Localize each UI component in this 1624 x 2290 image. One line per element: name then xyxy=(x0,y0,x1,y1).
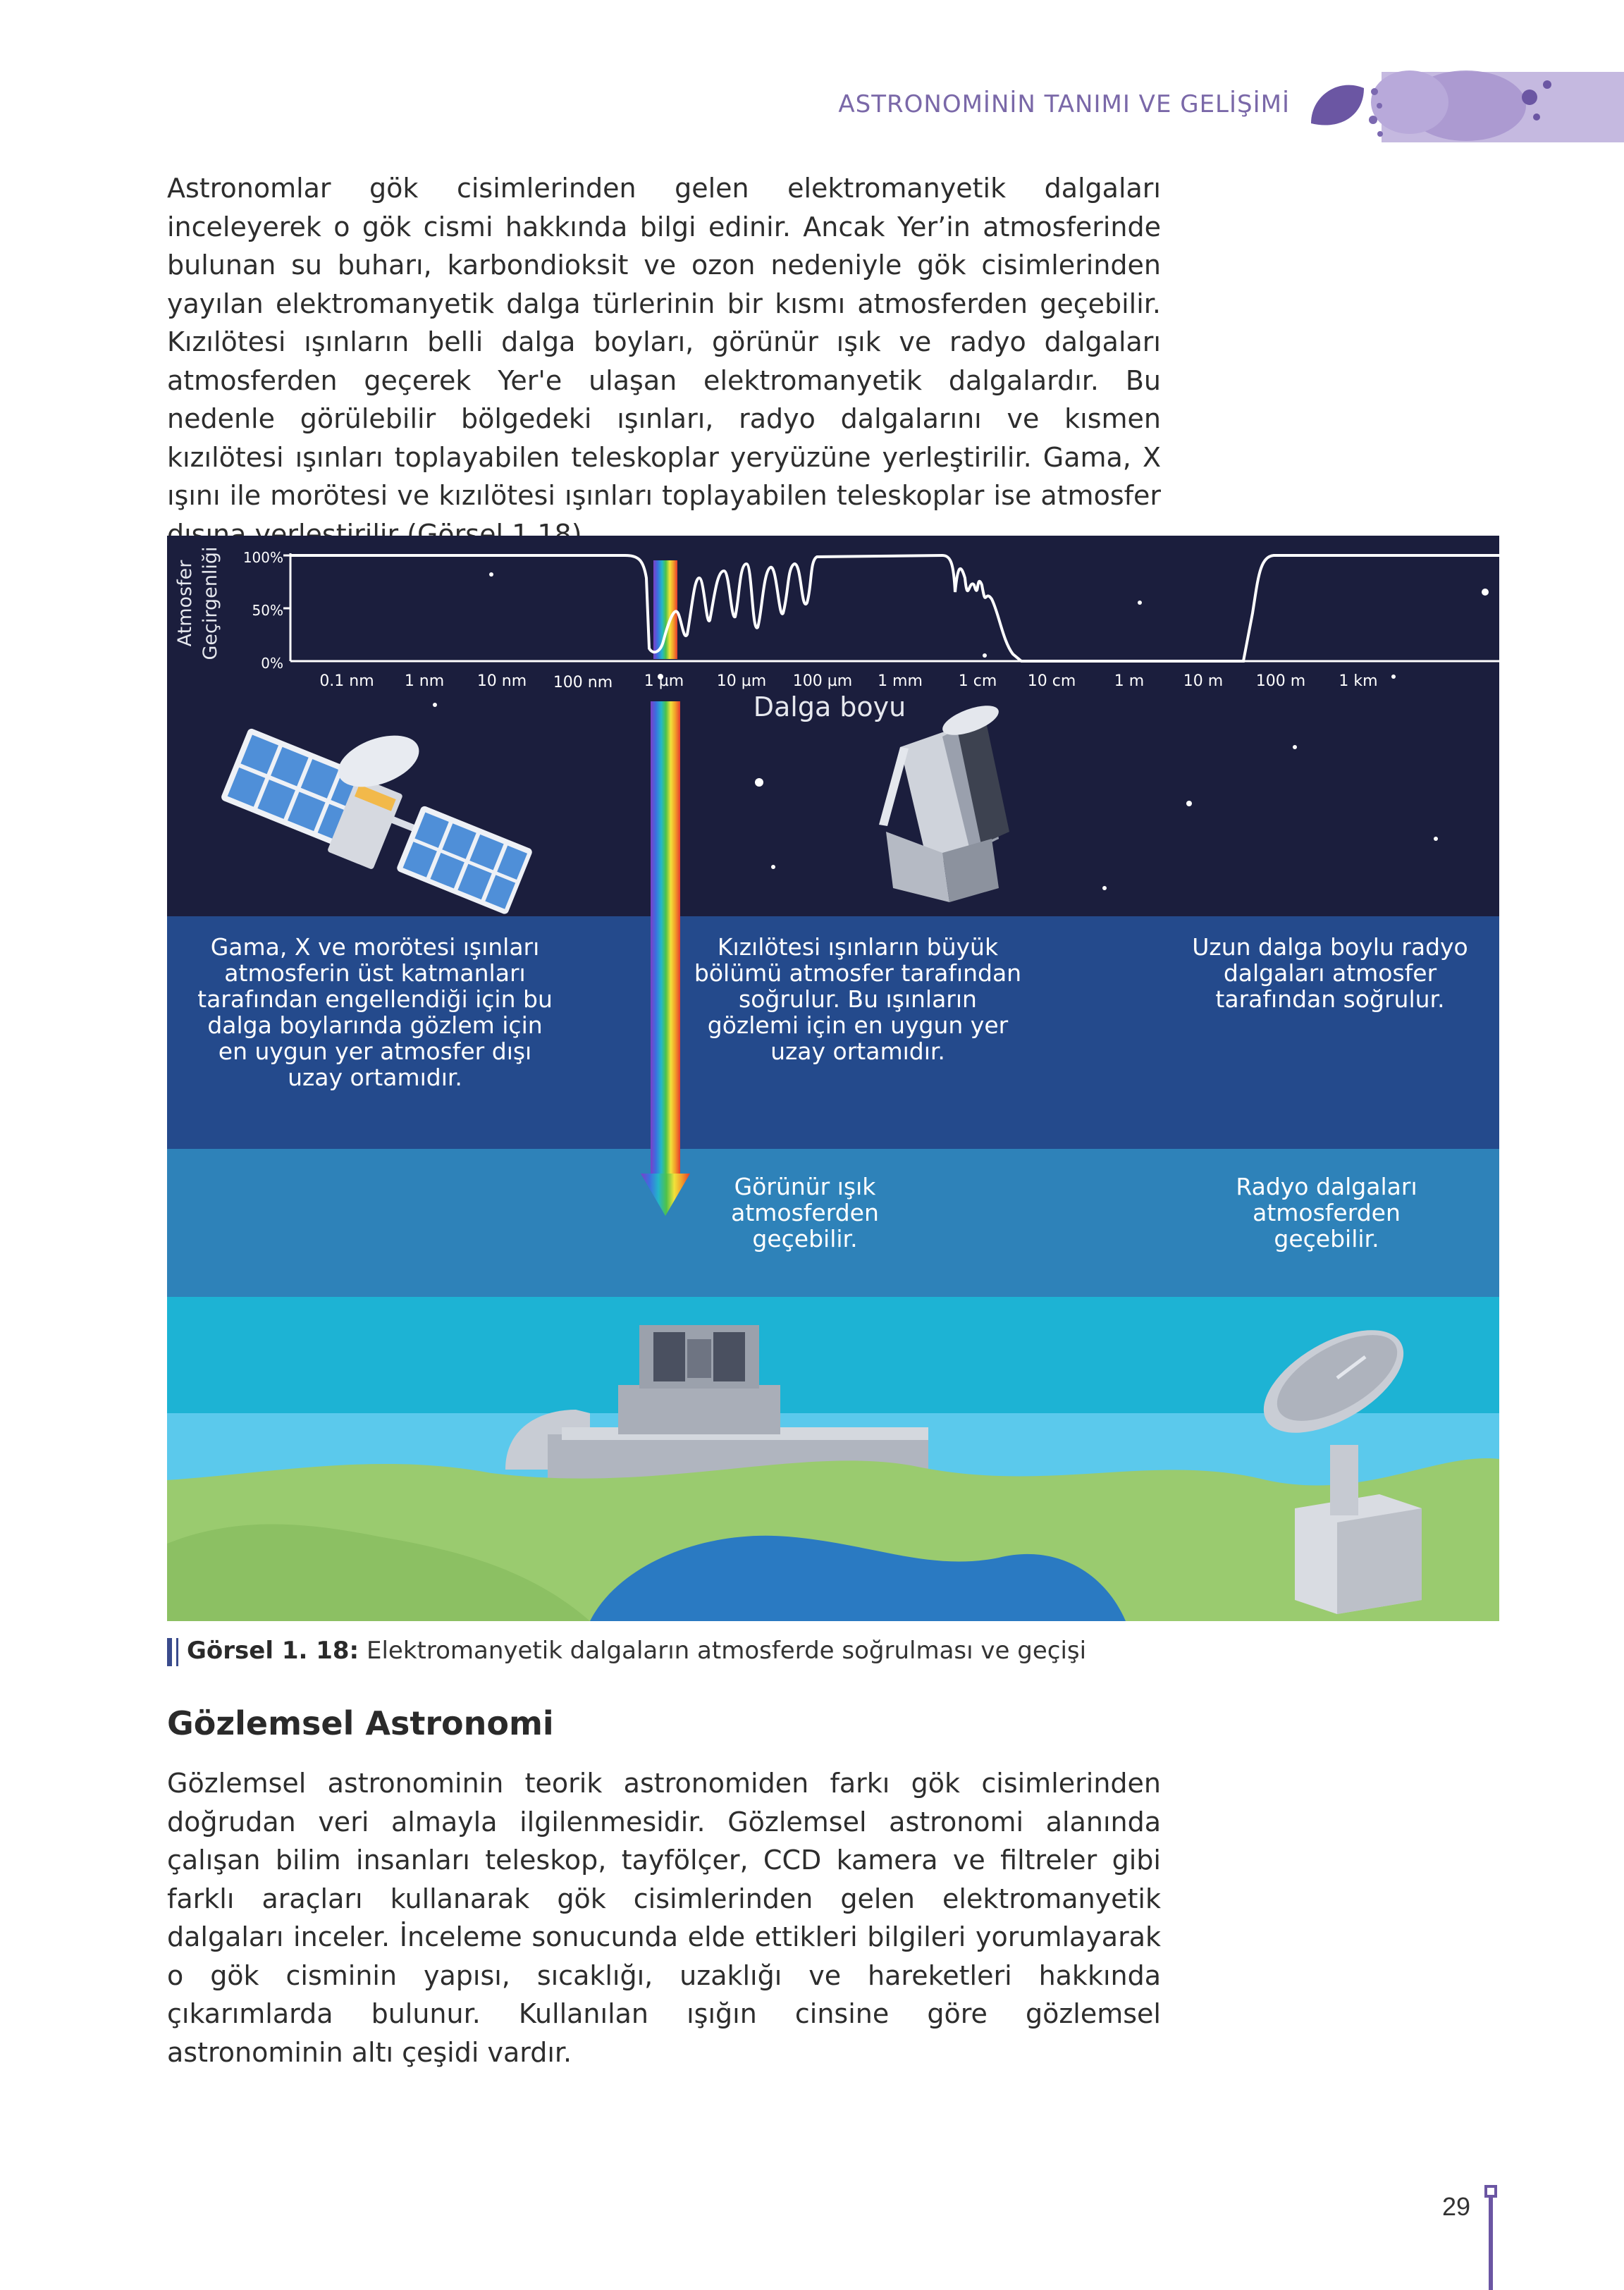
figure-em-waves: Atmosfer Geçirgenliği 100% 50% 0% 0.1 nm… xyxy=(167,536,1499,1621)
visible-light-beam xyxy=(651,701,680,1181)
x-tick-5: 10 µm xyxy=(716,672,767,690)
caption-label: Görsel 1. 18: xyxy=(187,1637,359,1665)
y-tick-100: 100% xyxy=(242,549,283,566)
x-tick-0: 0.1 nm xyxy=(319,672,374,690)
y-tick-0: 0% xyxy=(261,655,283,672)
label-visible-light: Görünür ışık atmosferden geçebilir. xyxy=(731,1173,879,1252)
x-tick-9: 10 cm xyxy=(1027,672,1076,690)
transmission-chart xyxy=(283,553,1499,663)
chart-x-axis-label: Dalga boyu xyxy=(753,691,906,722)
section-title: Gözlemsel Astronomi xyxy=(167,1704,554,1742)
caption-text: Elektromanyetik dalgaların atmosferde so… xyxy=(366,1637,1087,1665)
space-band xyxy=(167,536,1499,916)
atmosphere-layer-1 xyxy=(167,916,1499,1149)
observational-paragraph: Gözlemsel astronominin teorik astronomid… xyxy=(167,1768,1161,2068)
page-number-decoration xyxy=(1484,2185,1497,2290)
x-tick-10: 1 m xyxy=(1114,672,1145,690)
label-infrared: Kızılötesi ışınların büyük bölümü atmosf… xyxy=(694,933,1022,1065)
x-tick-13: 1 km xyxy=(1339,672,1378,690)
space-telescope-icon xyxy=(879,706,1009,902)
x-tick-4: 1 µm xyxy=(644,672,684,690)
page-number: 29 xyxy=(1442,2192,1471,2221)
satellite-icon xyxy=(221,728,532,914)
label-gamma-xray-uv: Gama, X ve morötesi ışınları atmosferin … xyxy=(197,933,553,1091)
x-tick-7: 1 mm xyxy=(878,672,923,690)
x-tick-8: 1 cm xyxy=(958,672,997,690)
label-long-radio: Uzun dalga boylu radyo dalgaları atmosfe… xyxy=(1192,933,1468,1013)
atmosphere-layer-2 xyxy=(167,1149,1499,1297)
sea xyxy=(590,1535,1126,1621)
header-decoration xyxy=(1311,70,1624,142)
radio-telescope-icon xyxy=(1263,1330,1422,1614)
figure-illustration xyxy=(167,536,1499,1621)
transmission-curve xyxy=(290,553,1499,663)
x-tick-2: 10 nm xyxy=(476,672,527,690)
caption-bar-thin xyxy=(176,1637,178,1666)
x-tick-3: 100 nm xyxy=(553,674,613,691)
beam-arrow-head xyxy=(641,1174,690,1216)
y-tick-50: 50% xyxy=(252,602,283,619)
caption-bar xyxy=(167,1637,172,1666)
x-tick-1: 1 nm xyxy=(404,672,445,690)
visible-window-spectrum xyxy=(653,560,677,659)
label-radio: Radyo dalgaları atmosferden geçebilir. xyxy=(1236,1173,1417,1252)
x-tick-6: 100 µm xyxy=(792,672,853,690)
running-header: ASTRONOMİNİN TANIMI VE GELİŞİMİ xyxy=(838,90,1290,118)
figure-caption: Görsel 1. 18: Elektromanyetik dalgaların… xyxy=(167,1637,1086,1666)
x-tick-12: 100 m xyxy=(1255,672,1306,690)
x-tick-11: 10 m xyxy=(1183,672,1224,690)
chart-y-axis-label-line1: Atmosfer xyxy=(174,560,196,647)
chart-y-axis-label: Atmosfer Geçirgenliği xyxy=(173,536,223,674)
intro-paragraph: Astronomlar gök cisimlerinden gelen elek… xyxy=(167,173,1161,550)
chart-y-axis-label-line2: Geçirgenliği xyxy=(199,546,221,660)
